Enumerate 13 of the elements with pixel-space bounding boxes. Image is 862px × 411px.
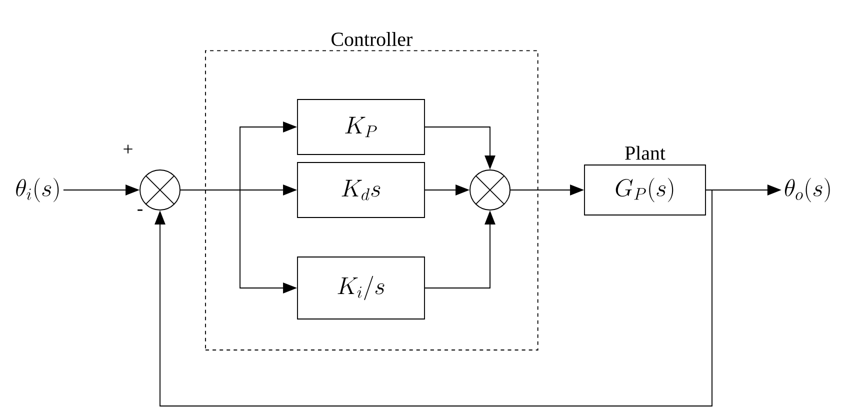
gain-block: $K_i/s$	[297, 256, 425, 320]
node-label: Controller	[332, 32, 412, 46]
summing-junction	[470, 170, 510, 210]
gain-block: $K_d s$	[297, 162, 425, 218]
gain-block: $K_P$	[297, 99, 425, 155]
block-heading: Plant	[625, 146, 666, 160]
signal-label: $\theta_o(s)$	[784, 178, 830, 202]
signal-label: $\theta_i(s)$	[16, 178, 59, 202]
plant-block: $G_P(s)$	[584, 164, 706, 216]
summing-junction	[140, 170, 180, 210]
arrow	[154, 190, 712, 406]
sign-label: -	[138, 209, 142, 211]
sign-label: +	[124, 144, 132, 154]
